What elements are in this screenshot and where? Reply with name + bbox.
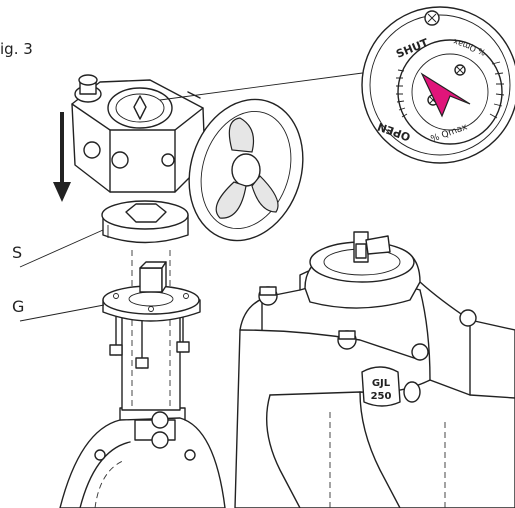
handwheel <box>188 98 304 242</box>
coupling-sleeve-s <box>101 200 189 244</box>
figure-label: ig. 3 <box>0 40 33 58</box>
downward-arrow <box>53 112 71 202</box>
mounting-flange-g <box>102 261 201 322</box>
valve-bonnet <box>304 231 421 309</box>
indicator-zoom-detail: SHUT OPEN % Qmax % Qmax <box>361 6 515 164</box>
callout-line-g <box>19 304 105 322</box>
valve-bolts <box>258 286 477 361</box>
callout-s: S <box>12 243 22 262</box>
shaft-assembly <box>109 250 190 411</box>
zoom-leader-line <box>159 71 371 101</box>
callout-line-s <box>19 229 104 268</box>
flange-valve <box>59 407 226 508</box>
indicator-pointer <box>420 72 471 118</box>
callout-g: G <box>12 297 24 316</box>
material-badge: GJL 250 <box>361 366 421 407</box>
badge-line2: 250 <box>371 391 392 402</box>
gearbox-actuator <box>71 74 206 193</box>
badge-line1: GJL <box>372 378 391 389</box>
